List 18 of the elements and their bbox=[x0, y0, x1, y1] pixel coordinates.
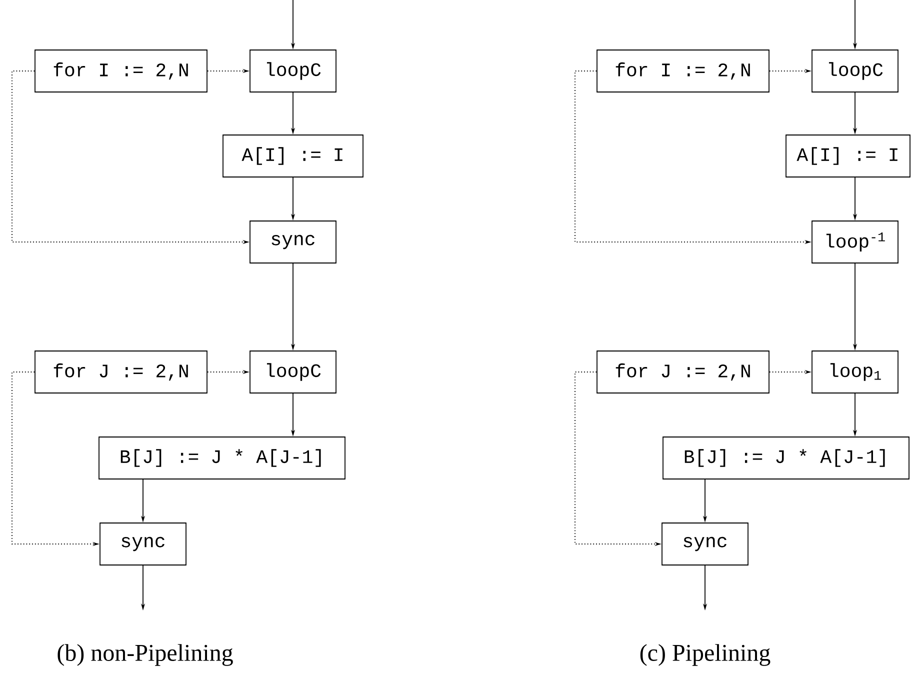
code-box: B[J] := J * A[J-1] bbox=[662, 436, 910, 480]
code-box: loopC bbox=[250, 50, 336, 92]
code-box: loop$_{1}$ bbox=[812, 350, 898, 394]
caption: (c) Pipelining bbox=[640, 644, 770, 666]
code-box: for I := 2,N bbox=[596, 50, 770, 92]
code-box: A[I] := I bbox=[222, 134, 364, 178]
code-box: loopC bbox=[812, 50, 898, 92]
code-box: for J := 2,N bbox=[596, 350, 770, 394]
code-box: sync bbox=[662, 522, 748, 566]
code-box: A[I] := I bbox=[786, 134, 910, 178]
code-box: loop$^{-1}$ bbox=[812, 220, 898, 264]
code-box: B[J] := J * A[J-1] bbox=[98, 436, 346, 480]
code-box: for I := 2,N bbox=[34, 50, 208, 92]
code-box: sync bbox=[250, 220, 336, 264]
code-box: loopC bbox=[250, 350, 336, 394]
caption: (b) non-Pipelining bbox=[58, 644, 233, 666]
code-box: for J := 2,N bbox=[34, 350, 208, 394]
code-box: sync bbox=[100, 522, 186, 566]
